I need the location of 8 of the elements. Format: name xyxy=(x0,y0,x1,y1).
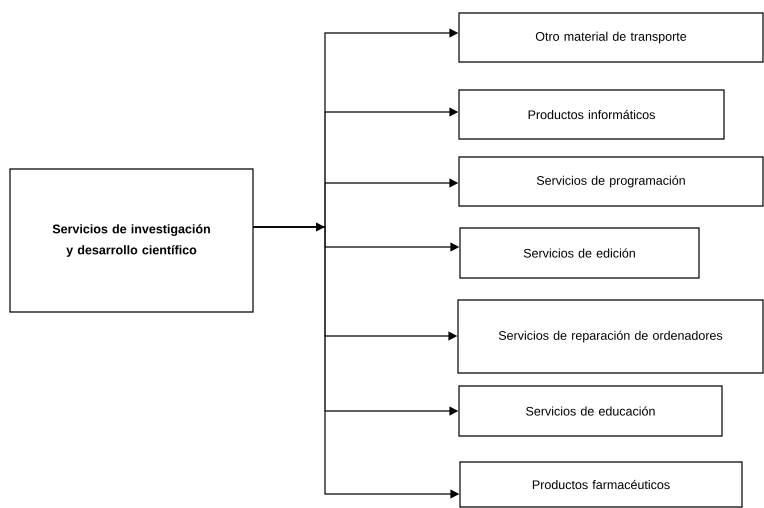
process-box: Servicios de reparación de ordenadores xyxy=(457,299,764,374)
process-box: Servicios de educación xyxy=(458,385,723,437)
process-box: Productos farmacéuticos xyxy=(459,461,743,508)
process-box: Servicios de investigación y desarrollo científico xyxy=(9,168,254,313)
process-box: Servicios de programación xyxy=(458,156,764,207)
process-box: Productos informáticos xyxy=(458,89,725,140)
process-box: Otro material de transporte xyxy=(458,12,764,63)
process-box: Servicios de edición xyxy=(459,227,700,279)
